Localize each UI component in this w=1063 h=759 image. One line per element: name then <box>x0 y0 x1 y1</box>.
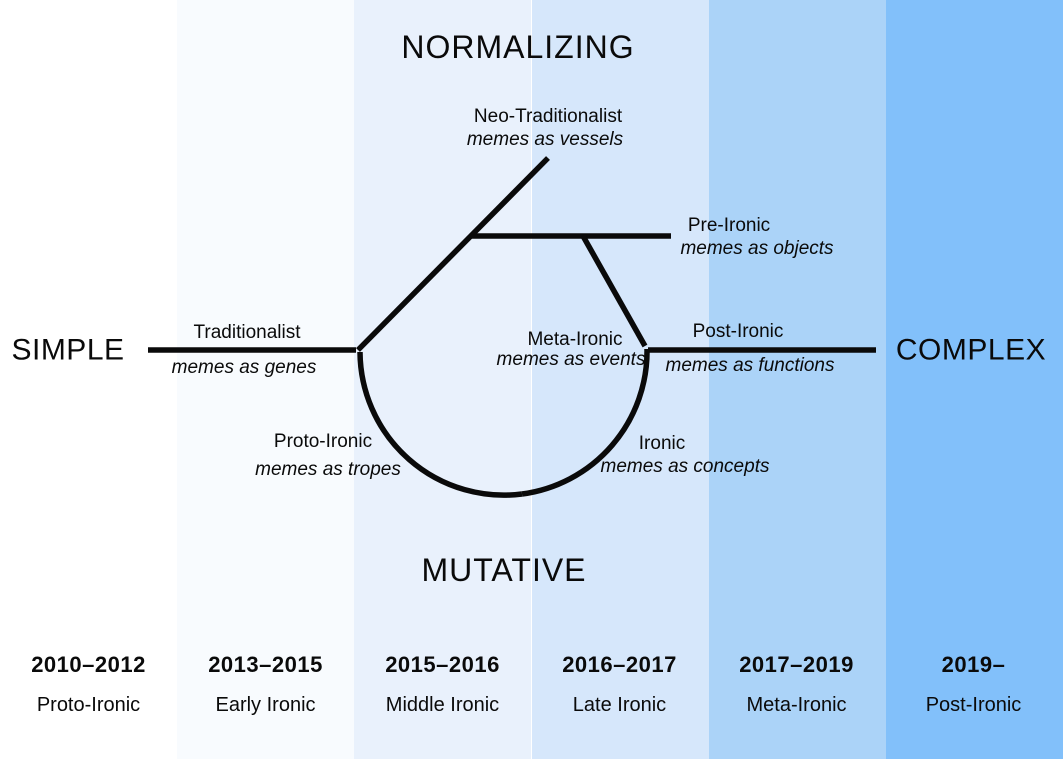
era-band-late-ironic <box>531 0 709 759</box>
timeline-era: Late Ironic <box>572 694 667 716</box>
node-neo-traditionalist-desc: memes as vessels <box>466 129 624 151</box>
timeline-era: Middle Ironic <box>385 694 500 716</box>
era-band-meta-ironic <box>708 0 886 759</box>
arrow-mutative-loop-right <box>521 348 650 497</box>
timeline-column: 2010–2012 Proto-Ironic <box>0 652 177 717</box>
timeline-years: 2017–2019 <box>739 652 854 677</box>
node-ironic-name: Ironic <box>638 433 686 455</box>
timeline-column: 2013–2015 Early Ironic <box>177 652 354 717</box>
timeline-years: 2010–2012 <box>31 652 146 677</box>
node-meta-ironic-name: Meta-Ironic <box>527 329 623 351</box>
timeline-years: 2015–2016 <box>385 652 500 677</box>
timeline-years: 2016–2017 <box>562 652 677 677</box>
node-proto-ironic-name: Proto-Ironic <box>273 431 373 453</box>
timeline-column: 2017–2019 Meta-Ironic <box>708 652 885 717</box>
zone-title-mutative: MUTATIVE <box>421 552 587 589</box>
timeline-column: 2019– Post-Ironic <box>885 652 1062 717</box>
node-ironic-desc: memes as concepts <box>600 456 770 478</box>
node-proto-ironic-desc: memes as tropes <box>255 459 401 481</box>
arrow-mutative-loop-left <box>357 351 523 498</box>
timeline-years: 2013–2015 <box>208 652 323 677</box>
timeline-era: Meta-Ironic <box>746 694 847 716</box>
axis-label-simple: SIMPLE <box>11 333 125 367</box>
node-pre-ironic-name: Pre-Ironic <box>687 215 771 237</box>
node-neo-traditionalist-name: Neo-Traditionalist <box>473 106 623 128</box>
timeline-era: Post-Ironic <box>925 694 1022 716</box>
timeline-era: Proto-Ironic <box>36 694 141 716</box>
era-band-middle-ironic <box>354 0 532 759</box>
node-traditionalist-desc: memes as genes <box>171 357 317 379</box>
timeline-era: Early Ironic <box>215 694 316 716</box>
era-band-early-ironic <box>177 0 355 759</box>
arrow-neo-traditionalist <box>356 156 550 352</box>
arrow-meta-ironic <box>580 234 648 348</box>
node-post-ironic-desc: memes as functions <box>665 355 835 377</box>
zone-title-normalizing: NORMALIZING <box>401 29 635 66</box>
timeline-column: 2016–2017 Late Ironic <box>531 652 708 717</box>
era-band-proto-ironic <box>0 0 178 759</box>
axis-label-complex: COMPLEX <box>895 333 1047 367</box>
node-meta-ironic-desc: memes as events <box>496 349 646 371</box>
timeline-column: 2015–2016 Middle Ironic <box>354 652 531 717</box>
era-band-post-ironic <box>885 0 1063 759</box>
timeline-years: 2019– <box>941 652 1006 677</box>
node-post-ironic-name: Post-Ironic <box>692 321 784 343</box>
node-traditionalist-name: Traditionalist <box>193 322 301 344</box>
node-pre-ironic-desc: memes as objects <box>680 238 834 260</box>
